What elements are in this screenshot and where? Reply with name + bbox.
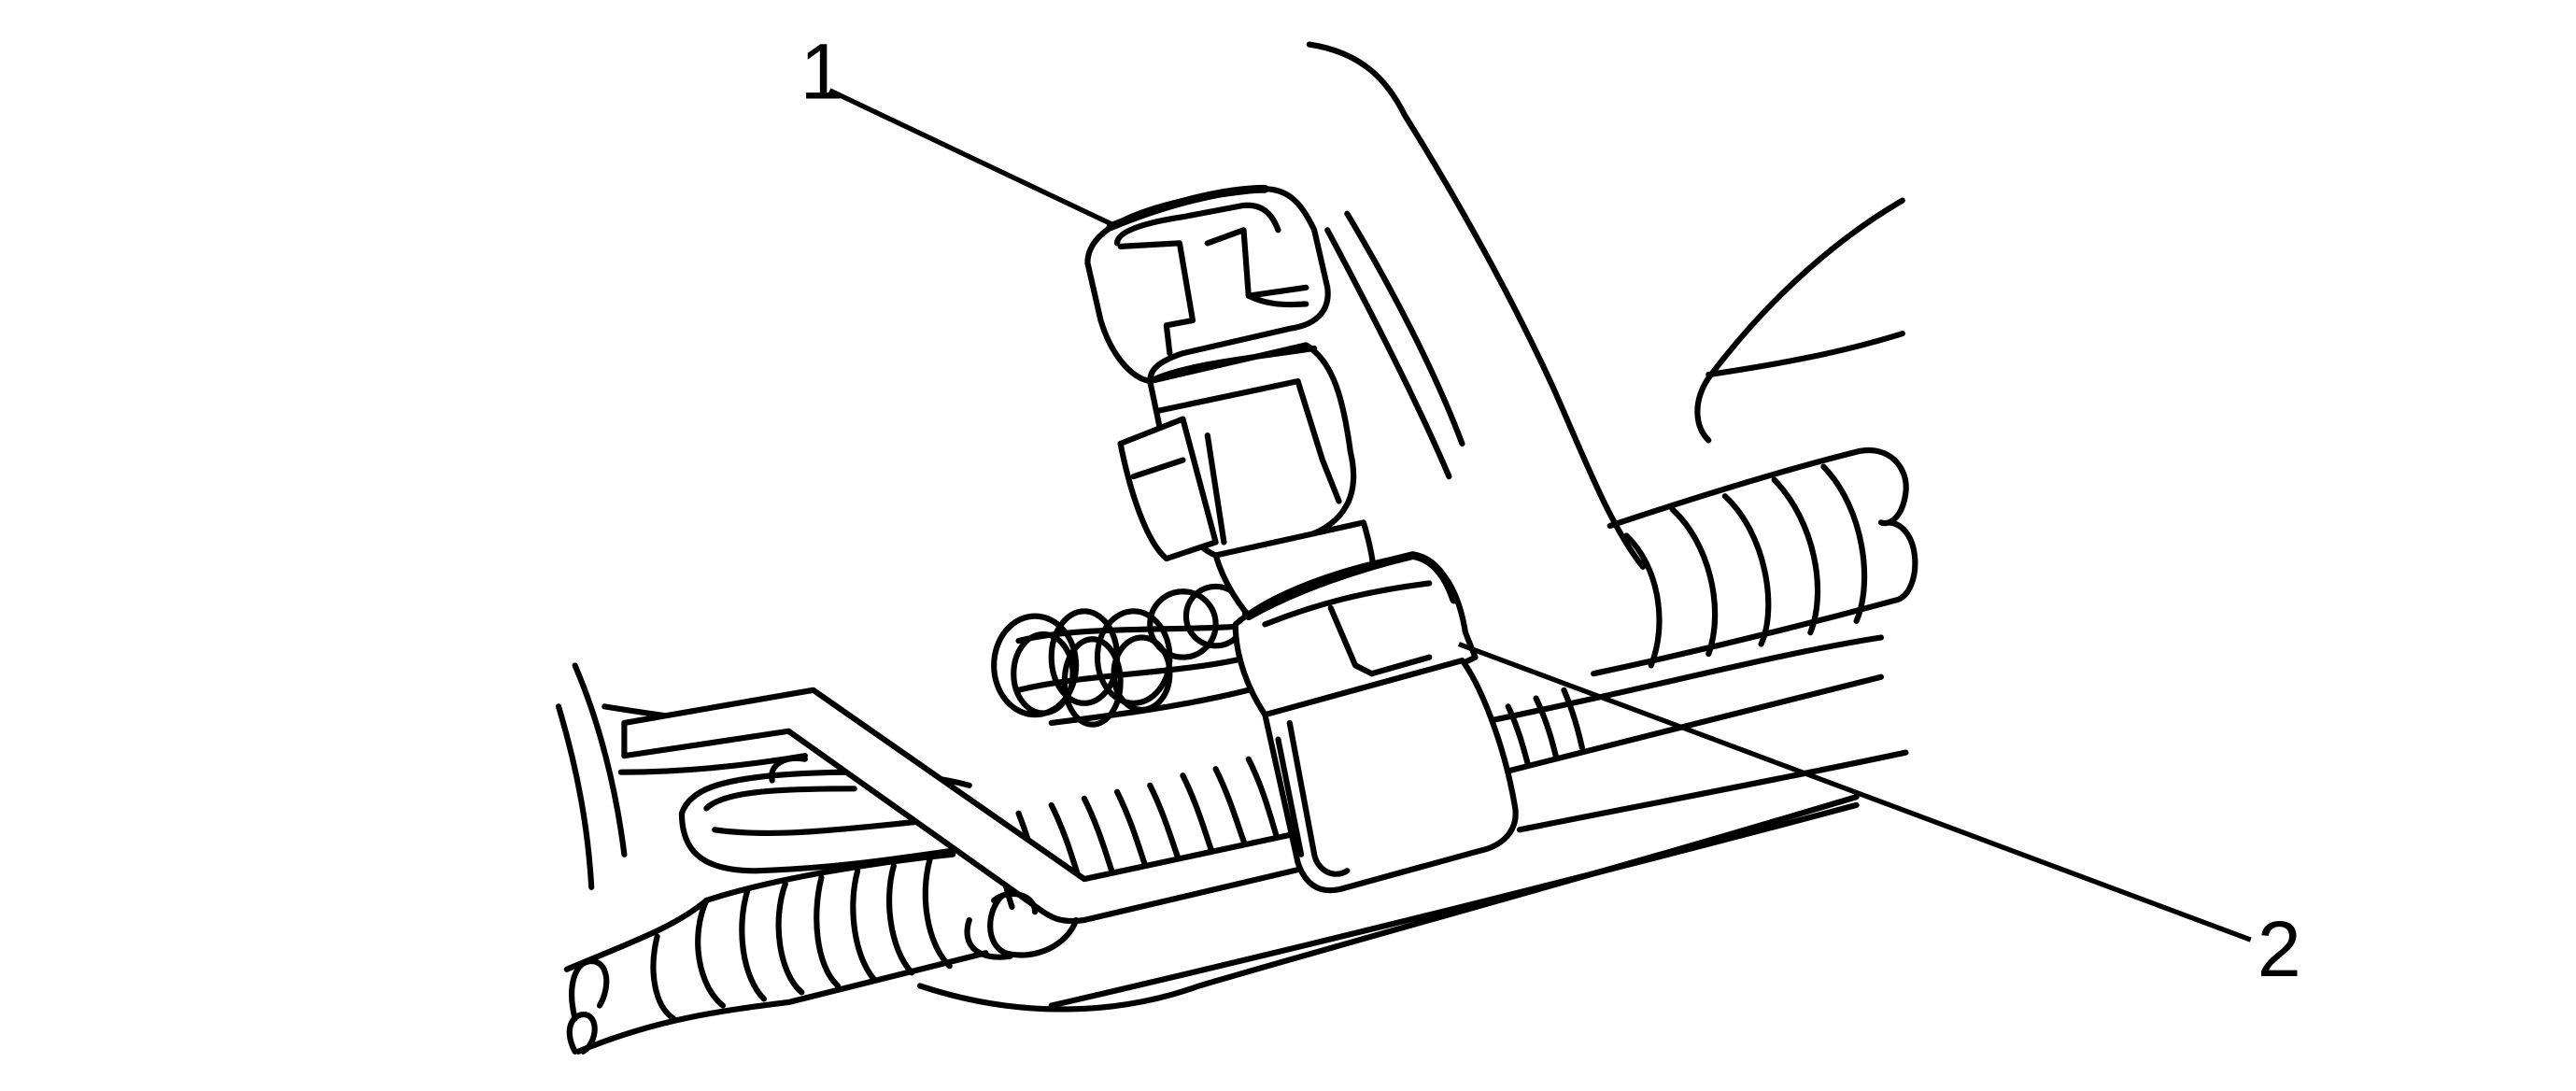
- rack-bar: [916, 634, 1909, 1013]
- wire-coil: [991, 583, 1268, 728]
- leader-line-1: [828, 88, 1119, 230]
- mounting-bracket: [1306, 41, 1905, 570]
- fitting-cap: [1084, 184, 1331, 385]
- boot-bellows: [563, 851, 989, 1055]
- fitting-hex-nut: [1117, 342, 1357, 562]
- fitting-base: [1262, 658, 1519, 894]
- hydraulic-line: [621, 687, 1333, 960]
- callout-label-2: 2: [2258, 905, 2301, 993]
- leader-lines: [828, 88, 2252, 942]
- callout-label-1: 1: [800, 28, 844, 116]
- rack-housing: [1591, 447, 1918, 677]
- leader-line-2: [1458, 642, 2252, 942]
